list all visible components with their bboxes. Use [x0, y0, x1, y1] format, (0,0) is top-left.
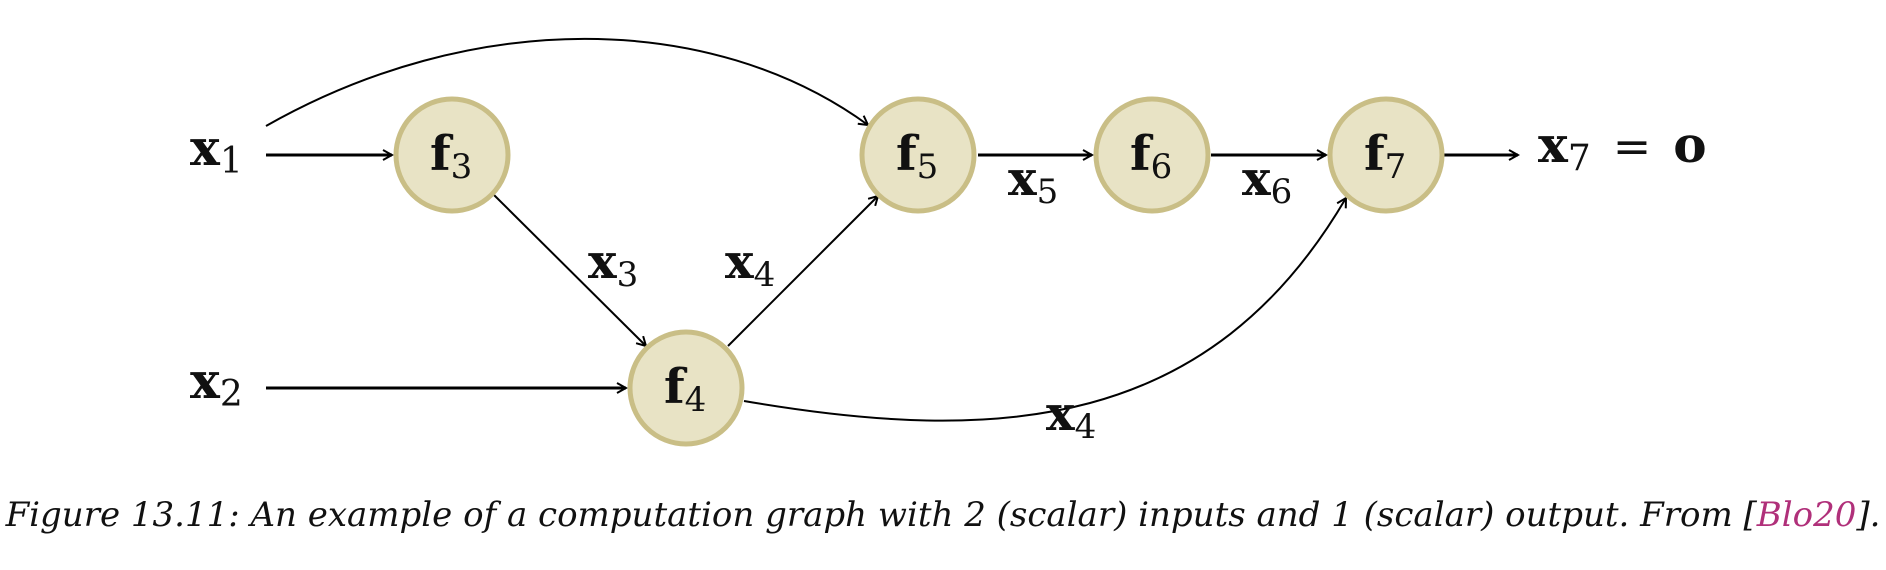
node-f3: f3: [393, 96, 511, 214]
node-f5: f5: [859, 96, 977, 214]
node-f6: f6: [1093, 96, 1211, 214]
svg-text:f4: f4: [664, 359, 706, 420]
svg-text:f7: f7: [1364, 126, 1406, 187]
edge-label-x5: x5: [1008, 151, 1058, 212]
edge-label-x3: x3: [588, 234, 638, 295]
caption-text: Figure 13.11: An example of a computatio…: [5, 495, 1757, 535]
svg-text:f5: f5: [896, 126, 938, 187]
edge-label-x6: x6: [1242, 151, 1292, 212]
computation-graph: x1 x2 f3 f4 f5 f6 f7 x3 x4 x5 x6 x4 x7=o: [190, 37, 1707, 447]
svg-text:f3: f3: [430, 126, 472, 187]
node-f4: f4: [627, 329, 745, 447]
edge-f4-f5: [727, 196, 878, 347]
caption-citation-link[interactable]: Blo20: [1756, 495, 1857, 535]
input-x1: x1: [190, 118, 243, 182]
input-x2: x2: [190, 351, 243, 415]
node-f7: f7: [1327, 96, 1445, 214]
edge-f4-f7: [743, 198, 1346, 422]
edge-label-x4-upper: x4: [725, 234, 775, 295]
edge-f3-f4: [493, 194, 646, 346]
figure-caption: Figure 13.11: An example of a computatio…: [0, 495, 1886, 535]
edge-x1-f5: [265, 37, 868, 127]
caption-suffix: ].: [1856, 495, 1881, 535]
svg-text:f6: f6: [1130, 126, 1172, 187]
edge-label-x4-lower: x4: [1046, 386, 1096, 447]
output-label: x7=o: [1538, 115, 1707, 179]
